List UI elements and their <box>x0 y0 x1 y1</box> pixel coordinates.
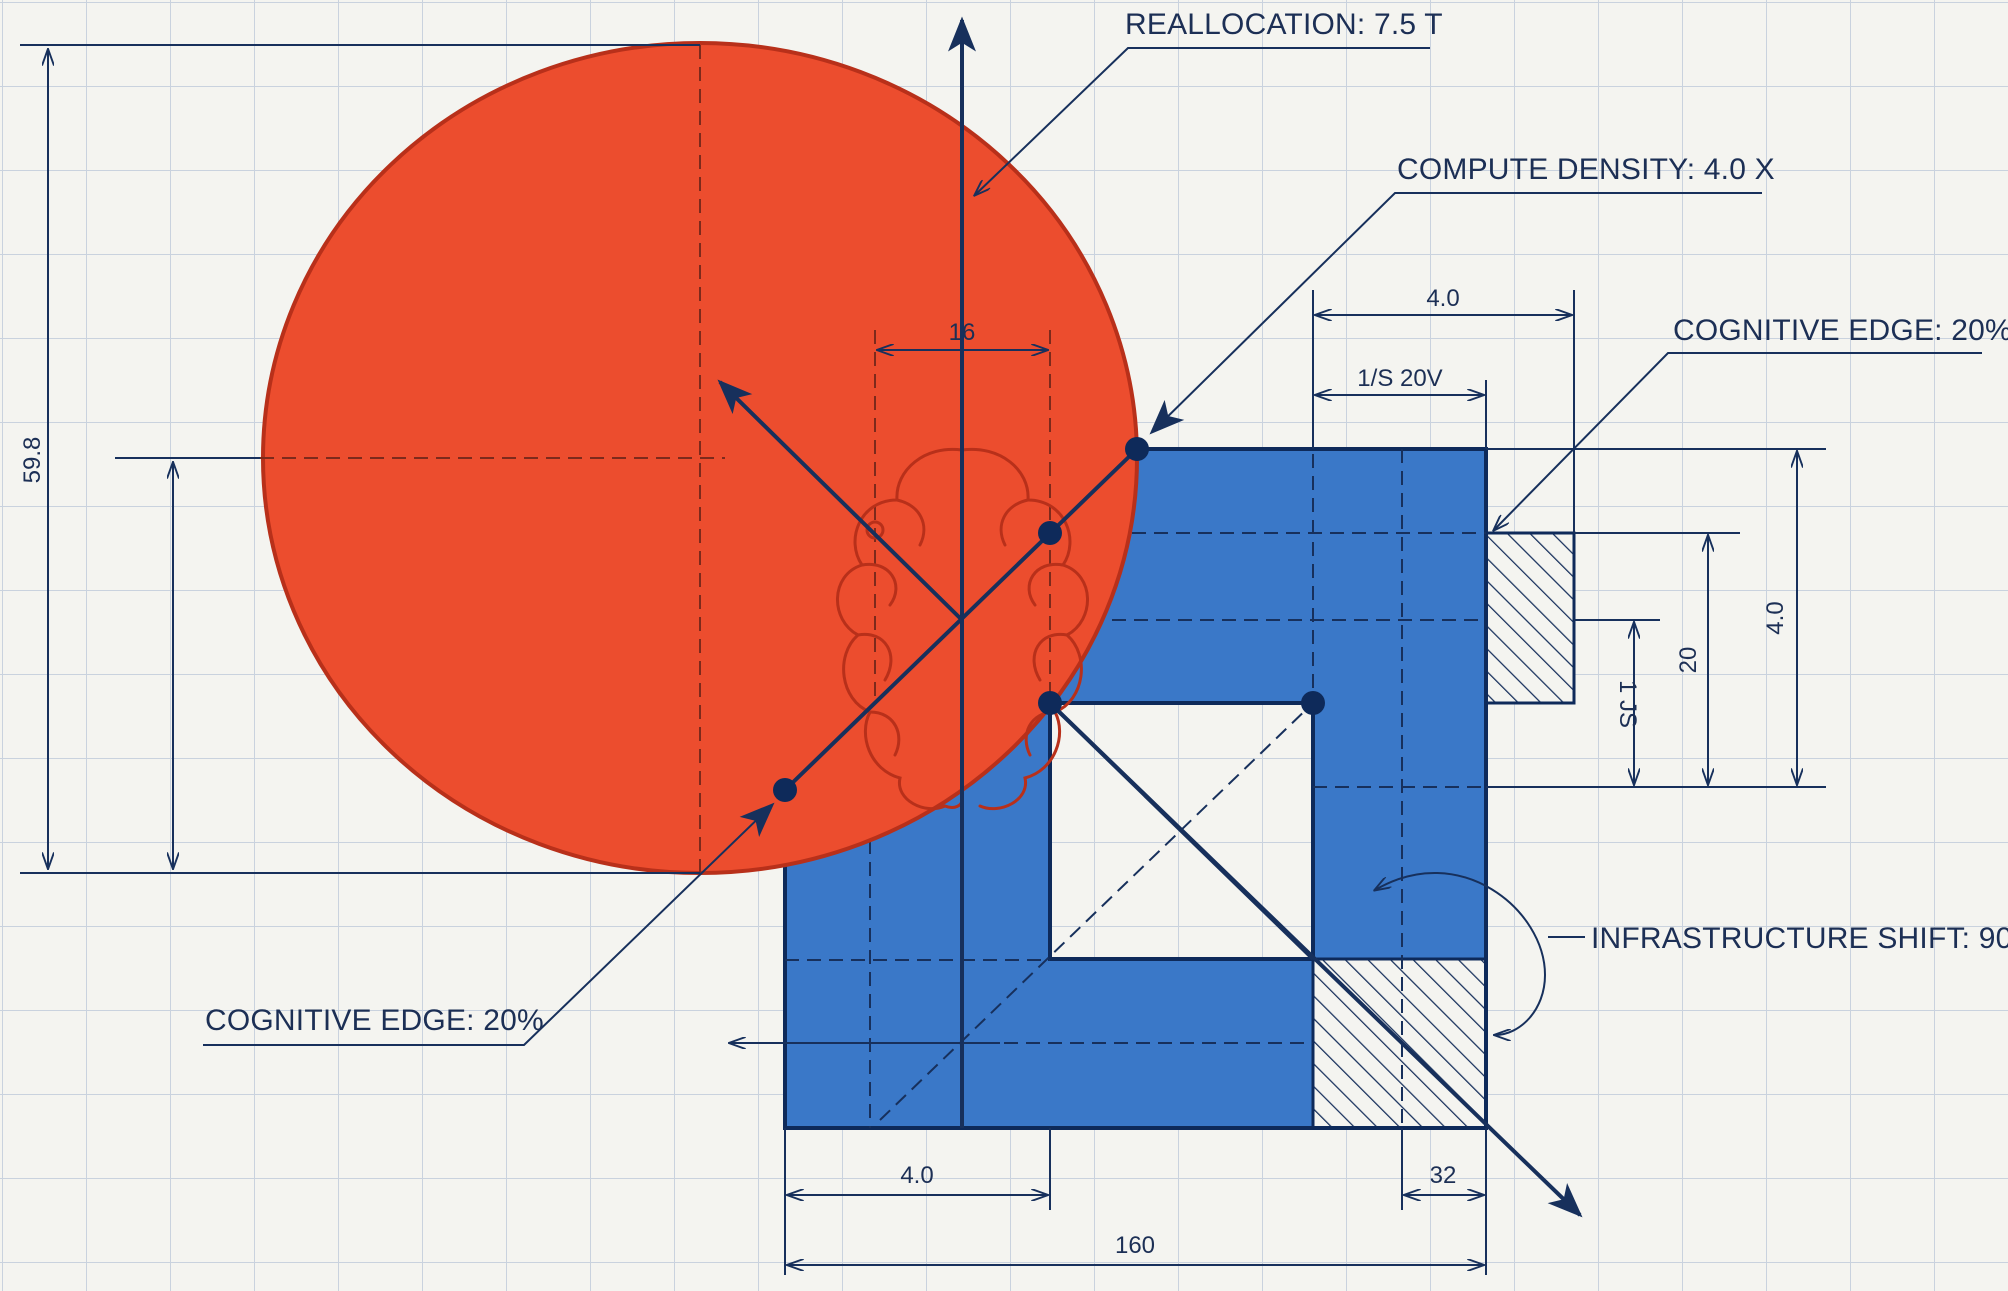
diagonal-main <box>783 447 1139 792</box>
leader-cognitive-right <box>1494 352 1982 530</box>
diagonal-axis-nw <box>717 379 964 622</box>
dim-right-outer-label: 4.0 <box>1762 601 1789 634</box>
dim-bottom-4-label: 4.0 <box>900 1162 933 1189</box>
node-top <box>1125 437 1149 461</box>
callout-cognitive-edge-left: COGNITIVE EDGE: 20% <box>205 1004 544 1037</box>
dim-right-inner-label: 1 JS <box>1614 680 1641 728</box>
blue-structure <box>740 300 1576 1130</box>
callout-infrastructure-shift: INFRASTRUCTURE SHIFT: 90° <box>1591 922 2008 955</box>
callout-reallocation: REALLOCATION: 7.5 T <box>1125 8 1443 41</box>
rotation-arc <box>1375 872 1547 1035</box>
callout-cognitive-edge-right: COGNITIVE EDGE: 20% <box>1673 314 2008 347</box>
dim-top-4-label: 4.0 <box>1426 285 1459 312</box>
dim-16-label: 16 <box>949 319 976 346</box>
hatched-side-tab <box>1484 531 1576 705</box>
node-brain <box>1038 521 1062 545</box>
diagonal-inner <box>1048 701 1315 961</box>
node-center <box>1038 691 1062 715</box>
dim-bottom-160-label: 160 <box>1115 1232 1155 1259</box>
dim-bottom-32-label: 32 <box>1430 1162 1457 1189</box>
node-left <box>773 778 797 802</box>
callout-compute-density: COMPUTE DENSITY: 4.0 X <box>1397 153 1775 186</box>
red-circle-group <box>260 41 1139 875</box>
dim-top-sub-label: 1/S 20V <box>1357 365 1442 392</box>
leader-compute-density <box>1149 192 1762 435</box>
blue-right-column <box>1313 703 1486 959</box>
dim-right-mid-label: 20 <box>1675 647 1702 674</box>
leader-cognitive-left <box>203 802 775 1046</box>
dim-left-height-label: 59.8 <box>19 437 46 484</box>
node-right <box>1301 691 1325 715</box>
leader-reallocation <box>975 47 1430 195</box>
